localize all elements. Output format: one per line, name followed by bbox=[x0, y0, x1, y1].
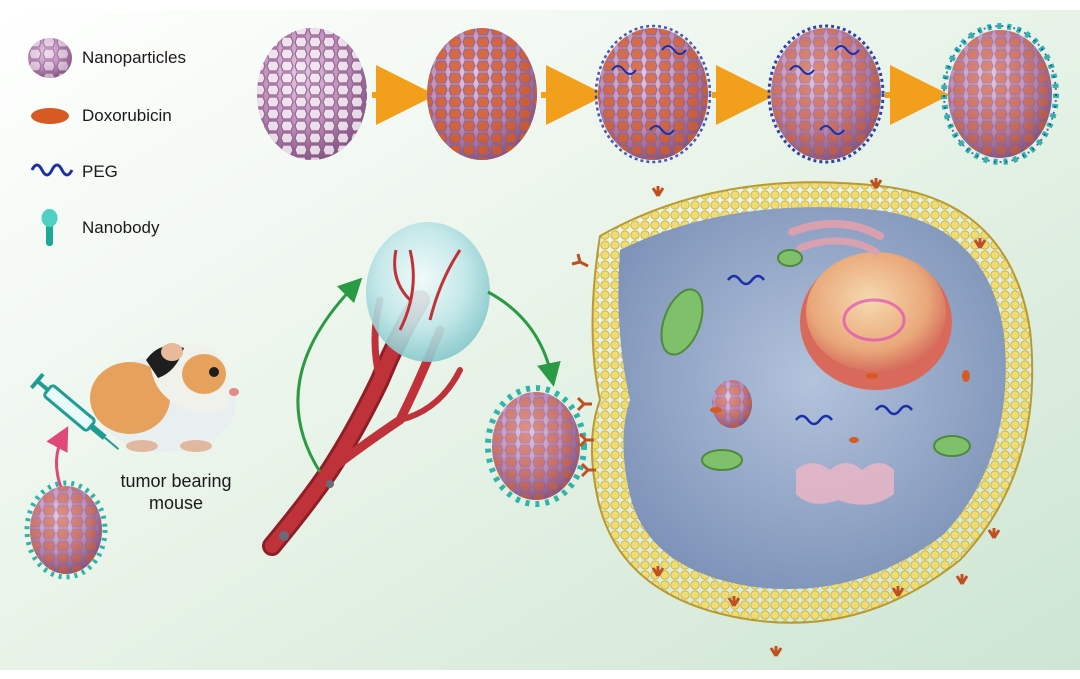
doxorubicin-molecule bbox=[866, 373, 878, 379]
mitochondrion bbox=[777, 249, 803, 267]
tumor-cell bbox=[571, 178, 1034, 657]
doxorubicin-molecule bbox=[710, 407, 722, 413]
synthesis-sequence bbox=[257, 23, 1059, 165]
nanoparticle-bare bbox=[257, 28, 367, 160]
legend-icons bbox=[28, 38, 74, 246]
nucleus bbox=[800, 252, 952, 390]
tumor bbox=[366, 222, 490, 362]
circulation-arrow-up bbox=[296, 277, 363, 473]
legend-label-nanobody: Nanobody bbox=[82, 218, 160, 237]
legend-label-doxorubicin: Doxorubicin bbox=[82, 106, 172, 125]
mouse-caption-line2: mouse bbox=[148, 493, 204, 513]
nanobody-icon bbox=[41, 209, 58, 246]
nanoparticle-pegylated bbox=[594, 24, 712, 164]
nanoparticle-injected bbox=[24, 480, 108, 580]
peg-strand bbox=[795, 414, 833, 426]
syringe-icon bbox=[29, 372, 120, 450]
receptors bbox=[571, 178, 1001, 657]
mitochondrion bbox=[933, 435, 971, 457]
golgi bbox=[788, 220, 884, 256]
peg-strand bbox=[727, 274, 765, 286]
nanoparticle-targeting bbox=[485, 385, 587, 507]
endoplasmic-reticulum bbox=[796, 463, 894, 505]
nanoparticle-icon bbox=[28, 38, 72, 78]
nanoparticle-nanobody bbox=[941, 23, 1059, 165]
mouse-illustration bbox=[90, 343, 239, 452]
injection-arrow bbox=[46, 426, 69, 491]
nanoparticle-pegylated-2 bbox=[767, 24, 885, 164]
mouse-caption: tumor bearing mouse bbox=[96, 470, 256, 514]
doxorubicin-icon bbox=[31, 108, 69, 124]
legend-label-nanoparticles: Nanoparticles bbox=[82, 48, 186, 67]
mitochondrion bbox=[660, 288, 704, 356]
doxorubicin-molecule bbox=[962, 370, 970, 382]
mouse-caption-line1: tumor bearing bbox=[120, 471, 232, 491]
peg-icon bbox=[30, 163, 74, 177]
mitochondrion bbox=[701, 449, 743, 471]
mouse-eye bbox=[209, 367, 219, 377]
doxorubicin-molecule bbox=[849, 437, 859, 443]
nanoparticle-loaded bbox=[427, 28, 537, 160]
peg-strand bbox=[875, 404, 913, 416]
legend-label-peg: PEG bbox=[82, 162, 118, 181]
nanoparticle-internalized bbox=[712, 380, 752, 428]
circulation-arrow-down bbox=[487, 290, 561, 387]
